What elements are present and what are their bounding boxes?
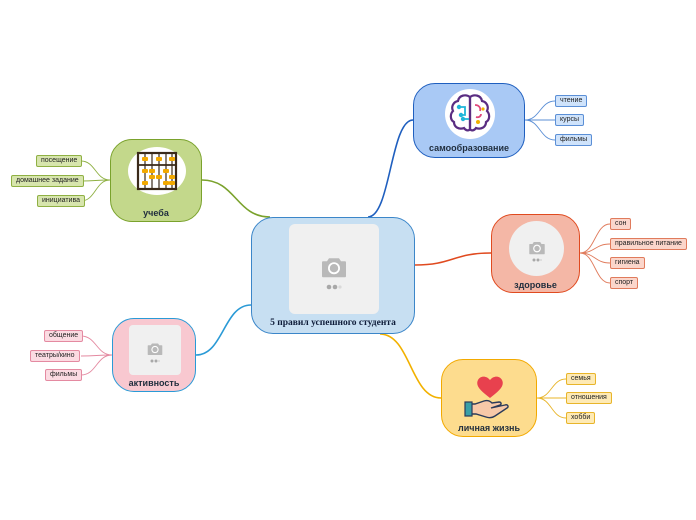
leaf-item[interactable]: сон bbox=[610, 218, 632, 230]
leaf-connector bbox=[579, 223, 611, 254]
leaf-item[interactable]: фильмы bbox=[45, 369, 83, 381]
leaf-connector bbox=[80, 160, 111, 181]
leaf-item[interactable]: фильмы bbox=[555, 134, 593, 146]
image-placeholder-icon bbox=[509, 221, 564, 276]
leaf-connector bbox=[80, 354, 113, 376]
topic-activity[interactable]: активность bbox=[112, 318, 196, 392]
leaf-item[interactable]: хобби bbox=[566, 412, 596, 424]
leaf-item[interactable]: спорт bbox=[610, 277, 639, 289]
topic-study[interactable]: учеба bbox=[110, 139, 202, 222]
leaf-connector bbox=[80, 179, 111, 202]
camera-icon bbox=[322, 258, 346, 278]
branch-connector bbox=[201, 179, 271, 218]
topic-label: активность bbox=[128, 378, 180, 388]
leaf-item[interactable]: гигиена bbox=[610, 257, 645, 269]
leaf-item[interactable]: домашнее задание bbox=[11, 175, 84, 187]
brain-icon bbox=[445, 89, 495, 139]
branch-connector bbox=[414, 252, 492, 266]
image-dots-icon bbox=[326, 284, 342, 290]
topic-label: учеба bbox=[143, 208, 169, 218]
leaf-item[interactable]: курсы bbox=[555, 114, 584, 126]
image-dots-icon bbox=[532, 258, 542, 262]
topic-label: самообразование bbox=[429, 143, 509, 153]
leaf-item[interactable]: инициатива bbox=[37, 195, 85, 207]
camera-icon bbox=[528, 241, 545, 254]
image-placeholder-icon bbox=[129, 325, 181, 375]
central-topic[interactable]: 5 правил успешного студента bbox=[251, 217, 415, 334]
leaf-item[interactable]: посещение bbox=[36, 155, 83, 167]
leaf-item[interactable]: чтение bbox=[555, 95, 588, 107]
heart-hand-icon bbox=[464, 376, 509, 419]
topic-self-education[interactable]: самообразование bbox=[413, 83, 525, 158]
topic-personal-life[interactable]: личная жизнь bbox=[441, 359, 537, 437]
leaf-item[interactable]: театры/кино bbox=[30, 350, 80, 362]
leaf-connector bbox=[524, 119, 556, 141]
topic-health[interactable]: здоровье bbox=[491, 214, 580, 293]
topic-label: личная жизнь bbox=[457, 423, 521, 433]
central-title: 5 правил успешного студента bbox=[270, 318, 396, 328]
branch-connector bbox=[367, 119, 414, 218]
leaf-item[interactable]: отношения bbox=[566, 392, 612, 404]
image-dots-icon bbox=[150, 359, 160, 363]
branch-connector bbox=[379, 333, 442, 399]
leaf-connector bbox=[579, 243, 611, 254]
camera-icon bbox=[147, 343, 163, 355]
leaf-item[interactable]: общение bbox=[44, 330, 84, 342]
topic-label: здоровье bbox=[514, 280, 557, 290]
leaf-connector bbox=[524, 100, 556, 121]
branch-connector bbox=[195, 304, 252, 356]
leaf-item[interactable]: семья bbox=[566, 373, 596, 385]
leaf-connector bbox=[536, 397, 567, 419]
central-image-placeholder bbox=[289, 224, 379, 314]
abacus-icon bbox=[128, 147, 186, 195]
leaf-connector bbox=[536, 378, 567, 399]
leaf-connector bbox=[80, 335, 113, 356]
leaf-connector bbox=[579, 252, 611, 284]
leaf-item[interactable]: правильное питание bbox=[610, 238, 687, 250]
